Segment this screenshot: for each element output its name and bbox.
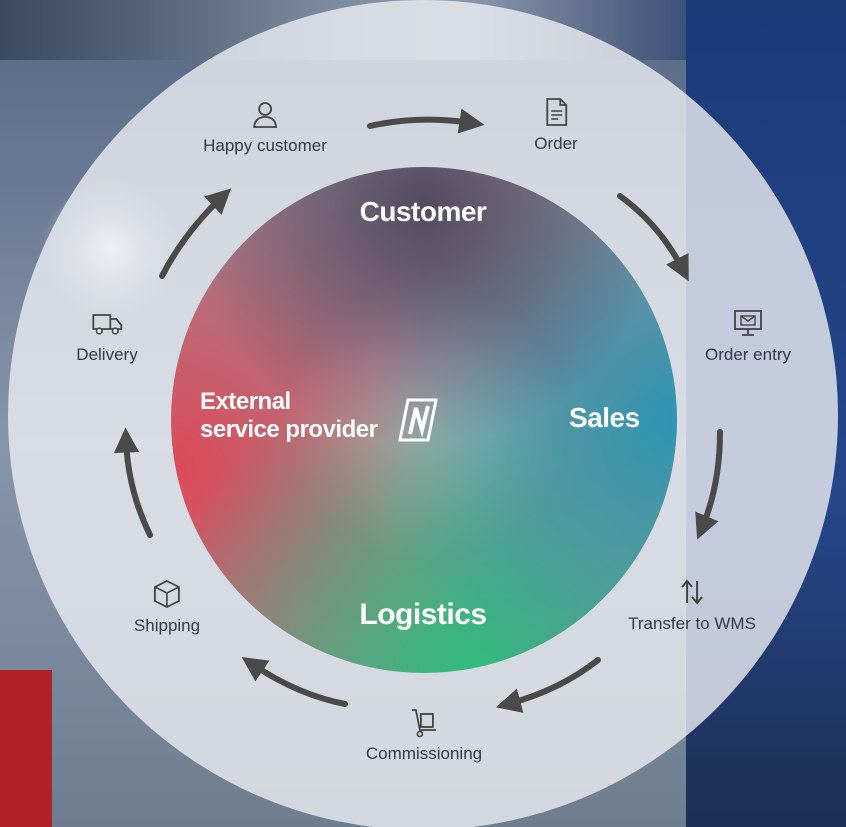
step-transfer-to-wms: Transfer to WMS [628,576,756,634]
step-happy-customer: Happy customer [203,98,327,156]
arrow-wms-to-commissioning [495,657,601,713]
truck-icon [92,314,122,335]
sector-customer: Customer [359,196,487,227]
hand-truck-icon [411,709,436,738]
step-shipping: Shipping [134,578,200,636]
arrow-commissioning-to-shipping [241,656,348,707]
box-icon [154,579,180,609]
step-label: Happy customer [203,136,327,155]
transfer-arrows-icon [681,579,703,605]
red-door [0,670,52,827]
sector-sales: Sales [569,402,640,433]
company-logo [398,398,438,442]
document-icon [546,98,567,126]
sector-external-line1: External [200,388,291,415]
step-delivery: Delivery [76,307,138,365]
step-label: Transfer to WMS [628,614,756,633]
step-order: Order [534,96,578,154]
step-label: Shipping [133,616,201,635]
sector-external-service-provider: External service provider [200,388,378,444]
person-icon [253,102,277,128]
sector-logistics: Logistics [359,598,487,631]
step-label: Delivery [76,345,138,364]
step-commissioning: Commissioning [366,706,482,764]
step-label: Order entry [705,345,791,364]
step-order-entry: Order entry [705,307,791,365]
step-label: Order [534,134,578,153]
arrow-entry-to-wms [695,429,723,540]
arrow-shipping-to-delivery [113,427,153,538]
arrow-order-to-entry [617,193,689,282]
sector-external-line2: service provider [200,416,378,443]
arrow-delivery-to-happy [159,188,232,279]
arrow-happy-to-order [367,108,485,134]
monitor-mail-icon [734,310,762,336]
step-label: Commissioning [365,744,483,763]
